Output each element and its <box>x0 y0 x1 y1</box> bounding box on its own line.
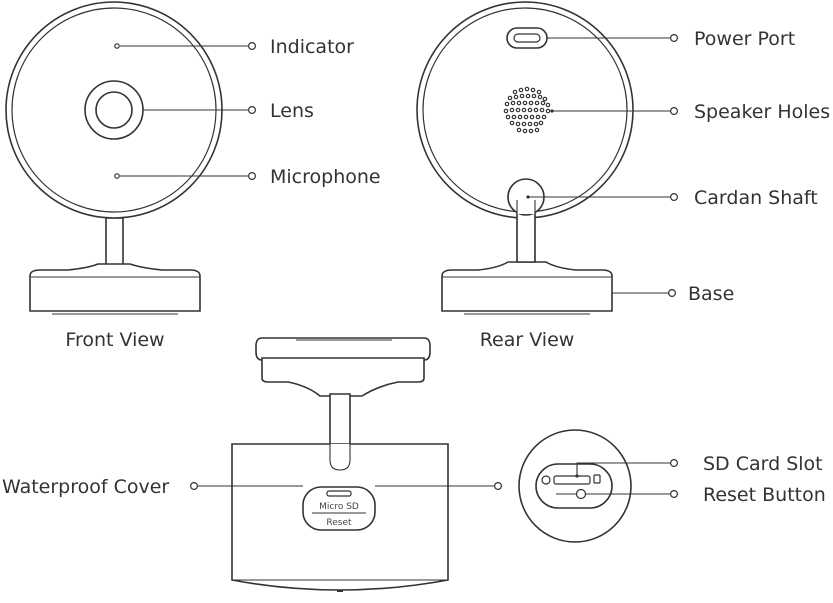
sd-card-slot-point <box>575 474 579 478</box>
reset-button-leader-end <box>669 490 678 499</box>
lens-label: Lens <box>270 100 314 122</box>
indicator-leader-end <box>248 41 257 50</box>
sd-card-slot-label: SD Card Slot <box>703 453 823 475</box>
microphone-label: Microphone <box>270 166 381 188</box>
front-view: Indicator Lens Microphone Front View <box>5 1 381 351</box>
base-leader-end <box>667 289 676 298</box>
detail-view: SD Card Slot Reset Button <box>518 429 826 543</box>
lens-leader-end <box>248 105 257 114</box>
sd-card-slot-latch-icon <box>593 474 601 484</box>
detail-screw-icon <box>541 475 551 485</box>
speaker-holes-icon <box>503 86 551 134</box>
power-port-label: Power Port <box>694 28 795 50</box>
cardan-shaft-label: Cardan Shaft <box>694 187 818 209</box>
cover-detail-leader-end <box>494 482 503 491</box>
base-label: Base <box>688 283 734 305</box>
mount-shaft-outline <box>329 444 351 471</box>
reset-button-icon <box>575 488 587 500</box>
reset-button-label: Reset Button <box>703 484 826 506</box>
mount-plate-body <box>261 357 425 397</box>
rear-view-caption: Rear View <box>480 329 575 351</box>
speaker-holes-point <box>550 109 554 113</box>
indicator-dot-icon <box>114 43 120 49</box>
microphone-leader-end <box>248 172 257 181</box>
waterproof-cover-leader-end <box>190 482 199 491</box>
front-neck <box>99 217 129 269</box>
rear-neck-mask <box>517 200 535 214</box>
mount-shaft-overlap <box>330 444 350 470</box>
cardan-shaft-point <box>526 195 530 199</box>
cover-reset-text: Reset <box>326 518 352 528</box>
microphone-dot-icon <box>114 173 120 179</box>
rear-base <box>441 261 613 312</box>
cover-tab-icon <box>326 490 352 497</box>
rear-view: Power Port Speaker Holes Cardan Shaft Ba… <box>416 1 830 351</box>
mount-plate-top <box>255 337 431 361</box>
speaker-holes-leader-end <box>669 106 678 115</box>
cover-micro-sd-text: Micro SD <box>319 502 359 512</box>
front-view-caption: Front View <box>65 329 164 351</box>
bottom-view: Micro SD Reset Waterproof Cover <box>2 337 503 592</box>
power-port-leader-end <box>669 33 678 42</box>
cardan-shaft-leader-end <box>669 193 678 202</box>
lens-icon <box>95 91 133 129</box>
front-base <box>29 263 201 312</box>
detail-port-housing <box>535 463 613 509</box>
waterproof-cover-label: Waterproof Cover <box>2 476 169 498</box>
power-port-socket-icon <box>513 33 541 43</box>
sd-card-slot-leader-end <box>669 459 678 468</box>
sd-card-slot-icon <box>553 475 591 485</box>
speaker-holes-label: Speaker Holes <box>694 101 830 123</box>
indicator-label: Indicator <box>270 36 354 58</box>
waterproof-cover-icon <box>302 486 376 531</box>
sd-card-slot-leader <box>576 462 670 476</box>
